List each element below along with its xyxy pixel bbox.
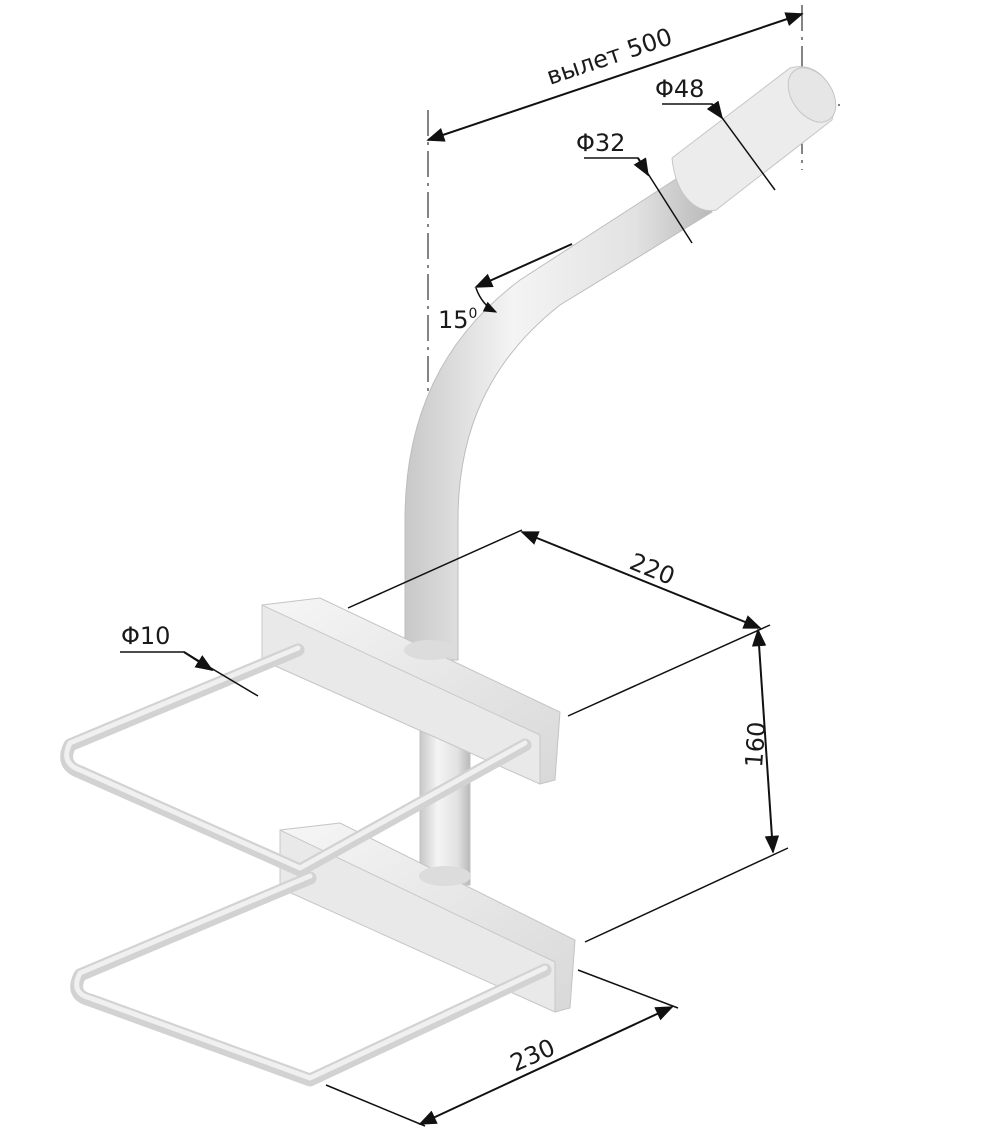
dimension-dia32: Φ32: [576, 129, 693, 244]
label-dia32: Φ32: [576, 129, 625, 157]
label-dia10: Φ10: [121, 622, 170, 650]
dimension-angle: 150: [438, 243, 573, 334]
dimension-dia48: Φ48: [655, 75, 776, 191]
dimension-220: 220: [347, 529, 771, 717]
dimension-dia10: Φ10: [120, 622, 259, 697]
dimension-160: 160: [584, 628, 789, 943]
label-dia48: Φ48: [655, 75, 704, 103]
upper-mount-plate: [261, 597, 561, 785]
label-160: 160: [740, 721, 771, 769]
label-220: 220: [626, 548, 679, 591]
label-angle: 150: [438, 306, 477, 334]
